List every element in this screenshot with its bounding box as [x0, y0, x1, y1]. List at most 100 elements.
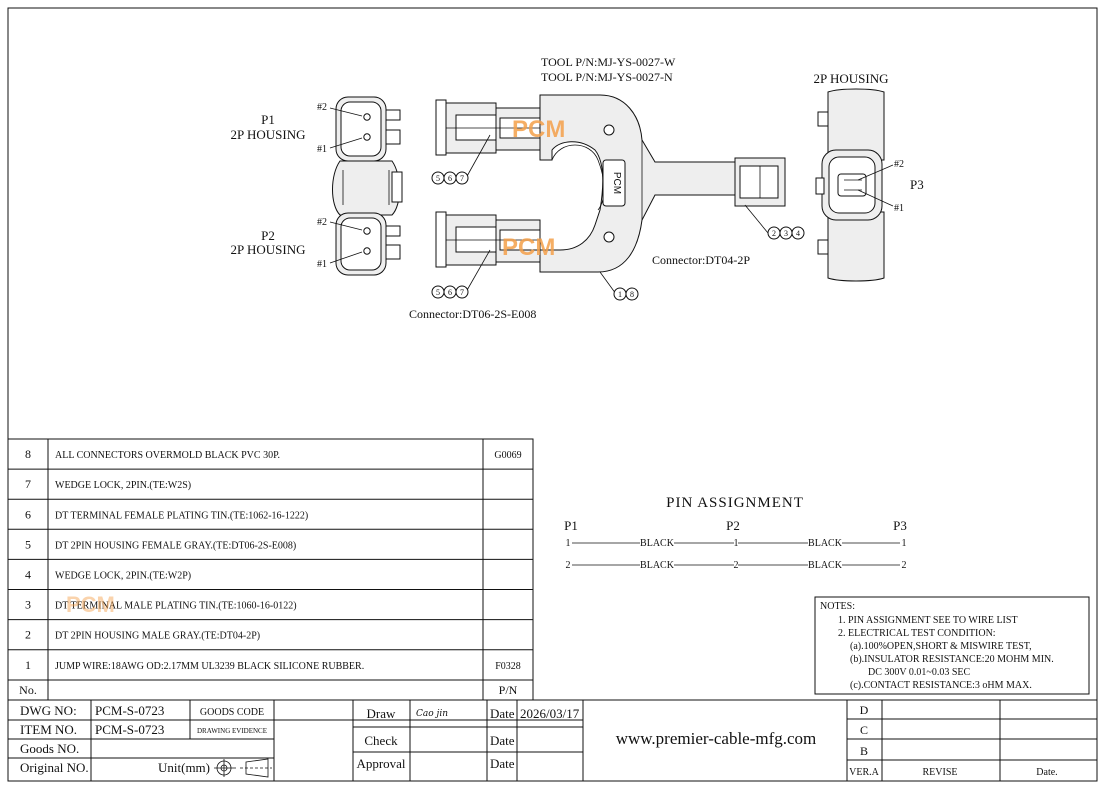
pin-p2: 1	[734, 538, 739, 549]
wire-color: BLACK	[808, 538, 843, 549]
pin-col-p3: P3	[893, 518, 907, 533]
notes-box: NOTES: 1. PIN ASSIGNMENT SEE TO WIRE LIS…	[814, 596, 1090, 695]
pcm-overmold-tag	[602, 159, 626, 207]
version-label: VER.A	[849, 767, 880, 778]
bom-header-pn: P/N	[499, 683, 518, 697]
bom-item-description: DT 2PIN HOUSING MALE GRAY.(TE:DT04-2P)	[55, 631, 260, 642]
title-block: DWG NO: PCM-S-0723 GOODS CODE ITEM NO. P…	[8, 699, 1097, 781]
p1-connector-face	[329, 96, 401, 162]
balloon-1: 1	[618, 290, 622, 299]
pin-p2: 2	[734, 560, 739, 571]
dt06-top-side-view	[435, 99, 541, 156]
overmold-text: PCM	[611, 172, 622, 194]
notes-title: NOTES:	[820, 601, 855, 612]
pin-p1: 2	[566, 560, 571, 571]
note-line: 2. ELECTRICAL TEST CONDITION:	[838, 628, 996, 639]
p1-housing-label: 2P HOUSING	[231, 127, 306, 142]
bom-item-description: ALL CONNECTORS OVERMOLD BLACK PVC 30P.	[55, 450, 280, 461]
assembly-drawing: P1 2P HOUSING #2 #1 P2 2P HOUSING #2 #1 …	[231, 55, 924, 321]
check-label: Check	[364, 733, 398, 748]
tool-pn-w: TOOL P/N:MJ-YS-0027-W	[541, 55, 676, 69]
projection-symbol-icon	[214, 758, 272, 778]
rev-row-b: B	[860, 744, 868, 758]
p3-label: P3	[910, 177, 924, 192]
p2-connector-face	[329, 212, 401, 276]
original-no-label: Original NO.	[20, 760, 89, 775]
drawing-evidence-label: DRAWING EVIDENCE	[197, 727, 267, 735]
bom-item-description: DT TERMINAL FEMALE PLATING TIN.(TE:1062-…	[55, 510, 308, 521]
dwg-no-label: DWG NO:	[20, 703, 77, 718]
p2-label: P2	[261, 228, 275, 243]
p1-pin1-label: #1	[317, 144, 327, 155]
balloon-7: 7	[460, 288, 464, 297]
balloon-group-overmold: 1 8	[599, 271, 639, 301]
item-no-value: PCM-S-0723	[95, 722, 164, 737]
pcm-watermark-logo: PCM	[66, 592, 115, 617]
wire-color: BLACK	[640, 560, 675, 571]
bom-row: 4 WEDGE LOCK, 2PIN.(TE:W2P)	[25, 567, 191, 581]
balloon-group-top-left: 5 6 7	[431, 134, 491, 185]
draw-label: Draw	[367, 706, 396, 721]
dwg-no-value: PCM-S-0723	[95, 703, 164, 718]
balloon-5: 5	[436, 288, 440, 297]
balloon-8: 8	[630, 290, 634, 299]
pin-assignment-title: PIN ASSIGNMENT	[666, 495, 804, 511]
bom-item-pn: F0328	[495, 661, 521, 672]
unit-label: Unit(mm)	[158, 760, 210, 775]
bom-header-no: No.	[19, 683, 37, 697]
bom-item-description: WEDGE LOCK, 2PIN.(TE:W2S)	[55, 480, 191, 491]
bom-item-description: WEDGE LOCK, 2PIN.(TE:W2P)	[55, 570, 191, 581]
pcm-watermark-logo: PCM	[502, 234, 555, 261]
p2-housing-label: 2P HOUSING	[231, 242, 306, 257]
draw-signature: Cao jin	[416, 709, 448, 719]
bom-item-description: JUMP WIRE:18AWG OD:2.17MM UL3239 BLACK S…	[55, 661, 364, 672]
p2-pin1-label: #1	[317, 259, 327, 270]
p3-pin2-label: #2	[894, 159, 904, 170]
company-website: www.premier-cable-mfg.com	[616, 729, 817, 748]
balloon-group-bottom-left: 5 6 7	[431, 249, 491, 299]
tool-pn-n: TOOL P/N:MJ-YS-0027-N	[541, 70, 673, 84]
balloon-7: 7	[460, 174, 464, 183]
pin-p1: 1	[566, 538, 571, 549]
sheet-border	[7, 7, 1098, 782]
dt06-bottom-side-view	[435, 211, 541, 268]
rev-row-d: D	[860, 703, 869, 717]
pcm-watermark-logo: PCM	[512, 116, 565, 143]
bom-item-description: DT TERMINAL MALE PLATING TIN.(TE:1060-16…	[55, 601, 297, 612]
wire-color: BLACK	[640, 538, 675, 549]
balloon-6: 6	[448, 288, 452, 297]
dt04-side-view	[734, 157, 786, 207]
bom-item-no: 4	[25, 567, 31, 581]
bom-row: 3 DT TERMINAL MALE PLATING TIN.(TE:1060-1…	[25, 598, 297, 612]
revision-date-label: Date.	[1036, 767, 1057, 778]
note-line: (b).INSULATOR RESISTANCE:20 MOHM MIN.	[850, 654, 1054, 665]
item-no-label: ITEM NO.	[20, 722, 77, 737]
balloon-2: 2	[772, 229, 776, 238]
split-body-side	[332, 160, 403, 216]
balloon-5: 5	[436, 174, 440, 183]
date-label-approval: Date	[490, 756, 515, 771]
bom-item-no: 3	[25, 598, 31, 612]
p3-housing-title: 2P HOUSING	[814, 71, 889, 86]
note-line: (a).100%OPEN,SHORT & MISWIRE TEST,	[850, 641, 1032, 652]
balloon-3: 3	[784, 229, 788, 238]
balloon-group-right: 2 3 4	[744, 204, 805, 240]
pin-col-p1: P1	[564, 518, 578, 533]
bom-item-no: 5	[25, 537, 31, 551]
draw-date: 2026/03/17	[520, 706, 580, 721]
rev-row-c: C	[860, 723, 868, 737]
balloon-6: 6	[448, 174, 452, 183]
connector-left-label: Connector:DT06-2S-E008	[409, 307, 536, 321]
approval-label: Approval	[356, 756, 405, 771]
goods-code-label: GOODS CODE	[200, 707, 264, 718]
p2-pin2-label: #2	[317, 217, 327, 228]
connector-right-label: Connector:DT04-2P	[652, 253, 750, 267]
bom-item-no: 2	[25, 628, 31, 642]
date-label-check: Date	[490, 733, 515, 748]
p3-connector-face	[815, 88, 894, 282]
